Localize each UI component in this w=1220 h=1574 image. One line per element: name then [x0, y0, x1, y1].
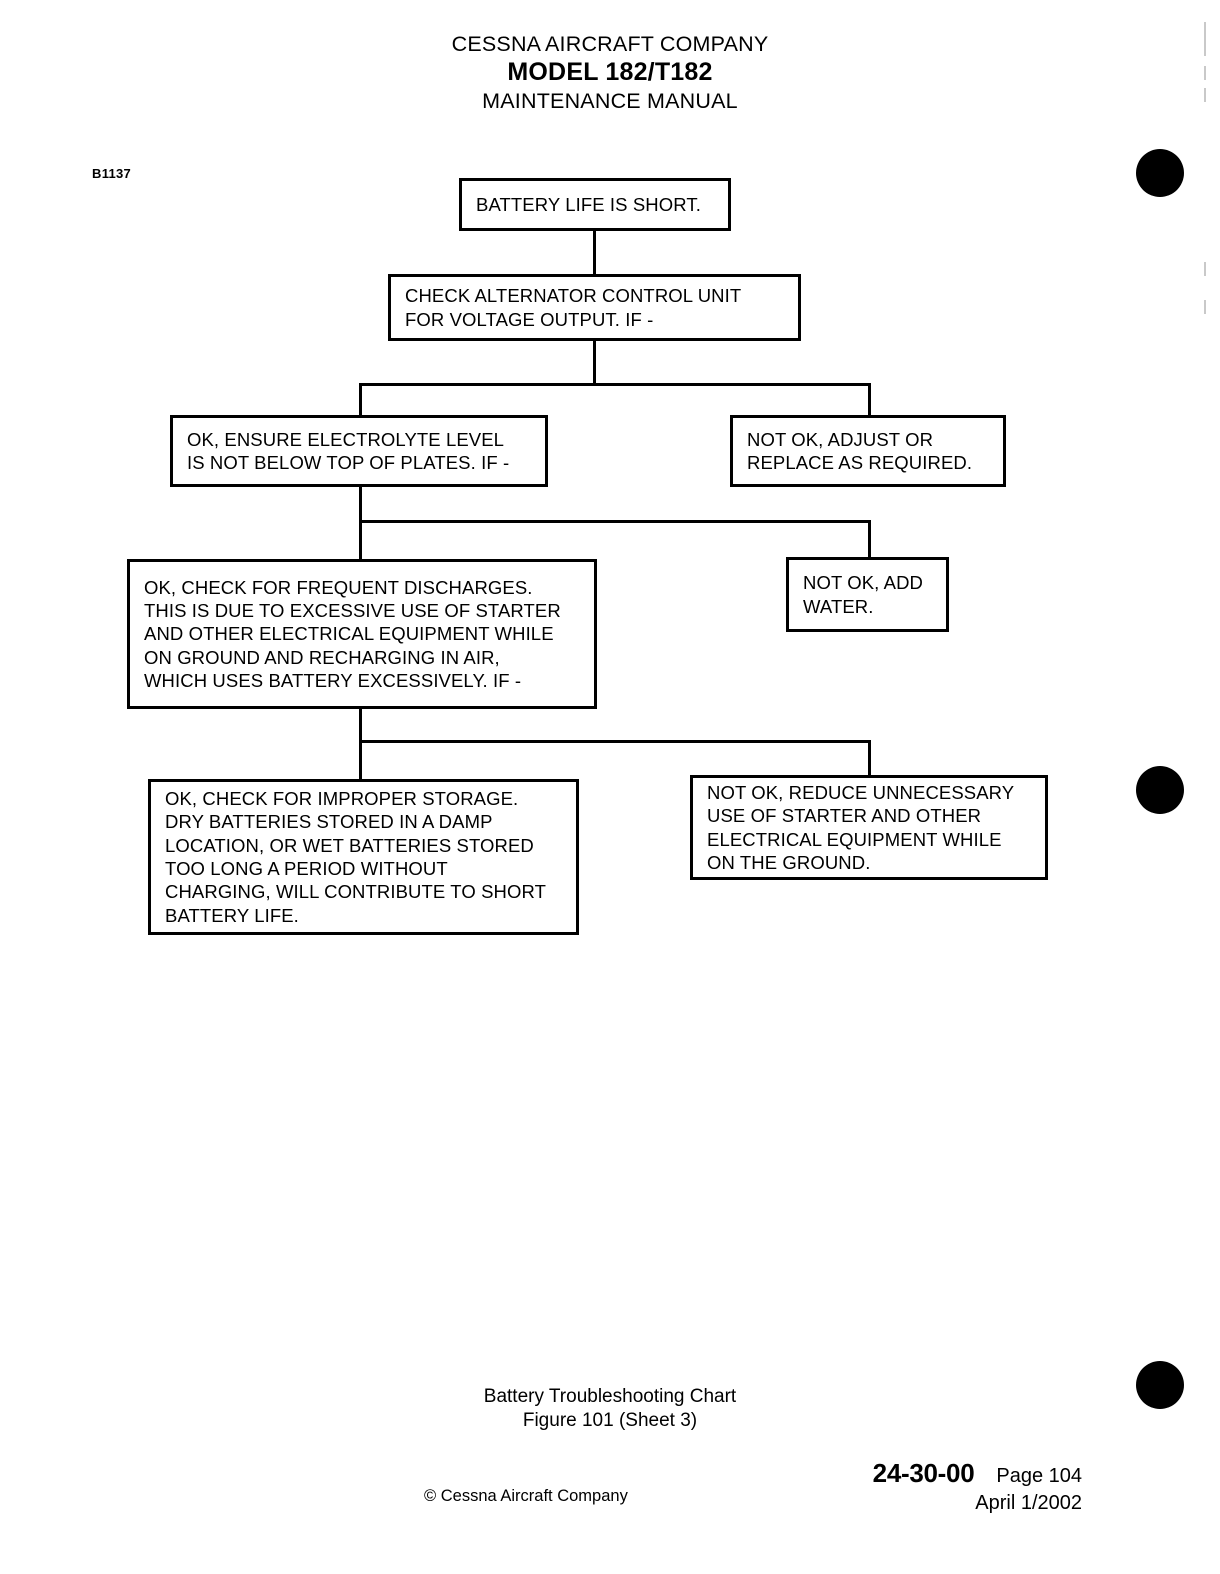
flow-node-text: OK, ENSURE ELECTROLYTE LEVEL IS NOT BELO… [187, 428, 510, 473]
page-number: Page 104 [996, 1465, 1082, 1487]
binder-hole-icon [1136, 766, 1184, 814]
flow-node-ok-check-frequent-discharges: OK, CHECK FOR FREQUENT DISCHARGES. THIS … [127, 559, 597, 709]
flow-node-text: NOT OK, ADD WATER. [803, 572, 924, 617]
connector-electro-to-notok-water [868, 520, 871, 559]
connector-check-drop [593, 341, 596, 386]
connector-symptom-to-check [593, 231, 596, 274]
scan-artifact [1204, 22, 1206, 56]
figure-reference-id: B1137 [92, 166, 132, 181]
header-manual-type: MAINTENANCE MANUAL [482, 88, 738, 113]
flow-node-text: CHECK ALTERNATOR CONTROL UNIT FOR VOLTAG… [405, 285, 742, 330]
flow-node-battery-life-short: BATTERY LIFE IS SHORT. [459, 178, 731, 231]
battery-troubleshooting-flowchart: BATTERY LIFE IS SHORT. CHECK ALTERNATOR … [127, 178, 1048, 935]
copyright-notice: © Cessna Aircraft Company [424, 1487, 628, 1505]
connector-check-to-notok-adjust [868, 383, 871, 417]
header-model: MODEL 182/T182 [507, 58, 713, 87]
flow-node-text: OK, CHECK FOR FREQUENT DISCHARGES. THIS … [144, 576, 561, 692]
connector-discharge-drop [359, 709, 362, 742]
figure-caption-title: Battery Troubleshooting Chart [483, 1386, 737, 1407]
scan-artifact [1204, 262, 1206, 276]
revision-date: April 1/2002 [975, 1492, 1082, 1514]
flow-node-not-ok-add-water: NOT OK, ADD WATER. [786, 557, 949, 632]
flow-node-text: NOT OK, ADJUST OR REPLACE AS REQUIRED. [747, 428, 973, 473]
flow-node-text: BATTERY LIFE IS SHORT. [476, 193, 701, 215]
connector-check-bus [359, 383, 871, 386]
flow-node-text: NOT OK, REDUCE UNNECESSARY USE OF STARTE… [707, 781, 1015, 873]
scan-artifact [1204, 88, 1206, 102]
scan-artifact [1204, 300, 1206, 314]
connector-electro-to-ok-discharge [359, 520, 362, 561]
connector-electro-bus [359, 520, 871, 523]
scan-artifact [1204, 66, 1206, 80]
ata-chapter-number: 24-30-00 [872, 1458, 975, 1488]
connector-check-to-ok-electro [359, 383, 362, 417]
header-company-name: CESSNA AIRCRAFT COMPANY [451, 32, 769, 56]
flow-node-check-alternator-control-unit: CHECK ALTERNATOR CONTROL UNIT FOR VOLTAG… [388, 274, 801, 341]
figure-caption-number: Figure 101 (Sheet 3) [522, 1410, 698, 1432]
flow-node-ok-check-improper-storage: OK, CHECK FOR IMPROPER STORAGE. DRY BATT… [148, 779, 579, 935]
figure-caption: Battery Troubleshooting Chart Figure 101… [0, 1385, 1220, 1433]
binder-hole-icon [1136, 149, 1184, 197]
connector-discharge-to-ok-storage [359, 740, 362, 781]
connector-discharge-to-notok-reduce [868, 740, 871, 777]
flow-node-ok-ensure-electrolyte-level: OK, ENSURE ELECTROLYTE LEVEL IS NOT BELO… [170, 415, 548, 487]
connector-electro-drop [359, 487, 362, 523]
flow-node-not-ok-adjust-or-replace: NOT OK, ADJUST OR REPLACE AS REQUIRED. [730, 415, 1006, 487]
flow-node-text: OK, CHECK FOR IMPROPER STORAGE. DRY BATT… [165, 787, 546, 926]
binder-hole-icon [1136, 1361, 1184, 1409]
document-header: CESSNA AIRCRAFT COMPANY MODEL 182/T182 M… [0, 32, 1220, 114]
flow-node-not-ok-reduce-unnecessary-use: NOT OK, REDUCE UNNECESSARY USE OF STARTE… [690, 775, 1048, 880]
footer-block: 24-30-00 Page 104 April 1/2002 [873, 1458, 1082, 1515]
connector-discharge-bus [359, 740, 871, 743]
